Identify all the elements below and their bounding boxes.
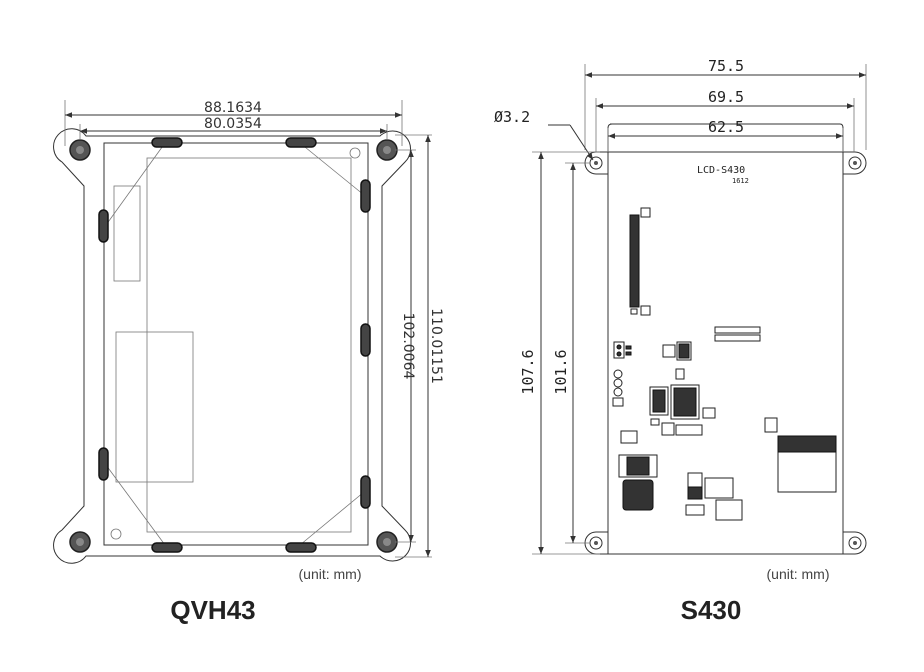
qvh43-slots <box>98 137 371 553</box>
s430-unit-note: (unit: mm) <box>767 566 830 582</box>
s430-board-sub: 1612 <box>732 177 749 185</box>
qvh43-inner-height-label: 102.0064 <box>400 313 416 380</box>
s430-width-inner-label: 62.5 <box>708 118 744 136</box>
qvh43-outline <box>53 128 411 564</box>
s430-hole-label: Ø3.2 <box>494 108 530 126</box>
qvh43-width-dims <box>64 100 403 146</box>
s430-hole-callout <box>548 124 594 161</box>
s430-height-inner-label: 101.6 <box>552 349 570 394</box>
s430-drawing: LCD-S430 1612 <box>494 57 867 625</box>
s430-height-outer-label: 107.6 <box>519 349 537 394</box>
s430-width-outer-label: 75.5 <box>708 57 744 75</box>
qvh43-outer-width-label: 88.1634 <box>204 100 262 116</box>
qvh43-inner-width-label: 80.0354 <box>204 116 262 132</box>
qvh43-display-area <box>146 157 352 533</box>
s430-outline <box>584 123 867 555</box>
s430-width-mid-label: 69.5 <box>708 88 744 106</box>
qvh43-small-hole-bl <box>110 528 122 540</box>
s430-caption: S430 <box>681 595 742 625</box>
qvh43-pcb-window <box>115 331 194 483</box>
qvh43-outer-height-label: 110.01151 <box>428 308 444 384</box>
qvh43-drawing: 88.1634 80.0354 110.01151 102.0064 (unit… <box>53 100 444 625</box>
qvh43-inner-frame <box>103 142 369 546</box>
s430-height-dims <box>532 151 600 555</box>
qvh43-connector-window <box>113 185 141 282</box>
s430-pcb <box>607 151 844 555</box>
qvh43-caption: QVH43 <box>170 595 255 625</box>
s430-width-dims <box>584 64 867 152</box>
qvh43-brace-lines <box>105 142 365 546</box>
s430-components <box>612 207 837 521</box>
qvh43-mount-holes <box>69 139 398 553</box>
qvh43-unit-note: (unit: mm) <box>299 566 362 582</box>
qvh43-height-dims <box>395 134 432 558</box>
s430-board-label: LCD-S430 <box>697 165 745 176</box>
qvh43-small-hole-tr <box>349 147 361 159</box>
